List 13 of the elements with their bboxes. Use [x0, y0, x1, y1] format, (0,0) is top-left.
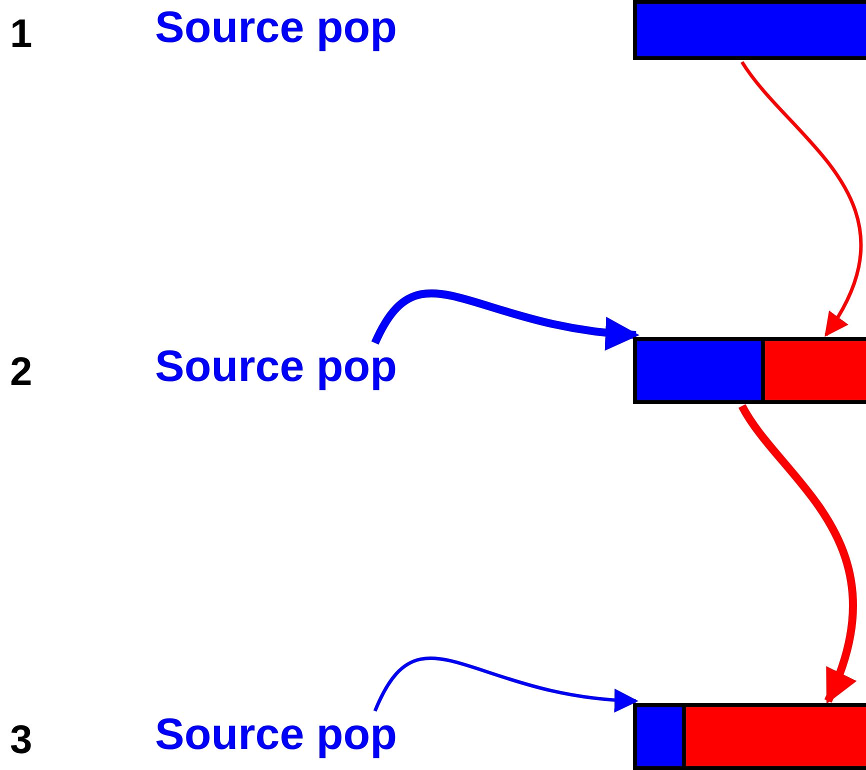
arrow [371, 290, 640, 350]
source-label: Source pop [155, 6, 398, 50]
stacked-bar [633, 703, 866, 770]
arrow [373, 656, 638, 712]
step-number: 3 [10, 720, 32, 760]
source-label: Source pop [155, 713, 398, 757]
arrow [738, 404, 857, 704]
stacked-bar [633, 337, 866, 404]
step-number: 2 [10, 352, 32, 392]
stacked-bar [633, 0, 866, 60]
source-label: Source pop [155, 345, 398, 389]
arrow [740, 60, 863, 338]
step-number: 1 [10, 14, 32, 54]
